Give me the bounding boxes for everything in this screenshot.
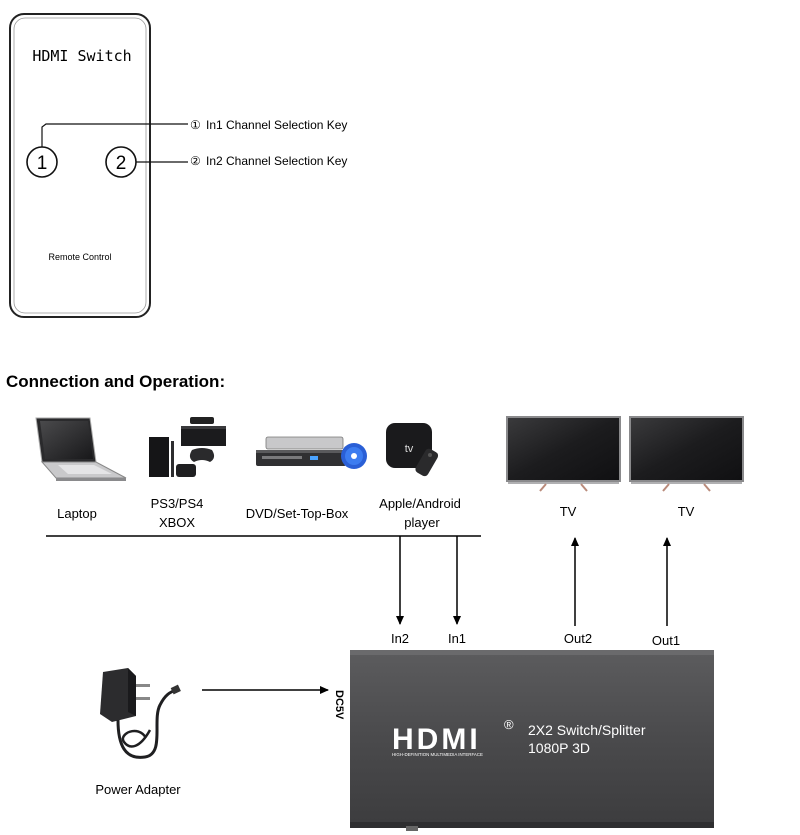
callout-line-key-1 (41, 123, 188, 147)
dvd-player-icon (256, 436, 367, 469)
source-label-media-1: Apple/Android (379, 496, 461, 511)
game-console-icon (149, 417, 226, 477)
source-label-console-1: PS3/PS4 (151, 496, 204, 511)
callout-marker-2: ② (190, 154, 201, 168)
remote-control: HDMI Switch 1 2 Remote Control (9, 13, 151, 318)
callout-marker-1: ① (190, 118, 201, 132)
tv-label-2: TV (678, 504, 695, 519)
device-logo-tagline: HIGH-DEFINITION MULTIMEDIA INTERFACE (392, 752, 483, 757)
port-label-out1: Out1 (652, 633, 680, 648)
remote-key-2-label: 2 (116, 153, 127, 174)
port-label-in2: In2 (391, 631, 409, 646)
tv-label-1: TV (560, 504, 577, 519)
source-label-dvd: DVD/Set-Top-Box (246, 506, 349, 521)
remote-body (9, 13, 151, 318)
tv-2 (629, 416, 744, 492)
device-model-line-2: 1080P 3D (528, 740, 590, 756)
media-player-icon: tv (386, 423, 439, 477)
source-label-console-2: XBOX (159, 515, 195, 530)
remote-key-1[interactable]: 1 (26, 146, 58, 178)
power-adapter-icon (100, 668, 181, 759)
hdmi-switch-device: HDMI ® HIGH-DEFINITION MULTIMEDIA INTERF… (350, 650, 714, 831)
port-label-power: DC5V (333, 690, 345, 720)
remote-key-1-label: 1 (37, 153, 48, 174)
section-title: Connection and Operation: (6, 372, 225, 391)
tv-1 (506, 416, 621, 492)
callout-text-1: In1 Channel Selection Key (206, 118, 347, 132)
svg-text:tv: tv (405, 443, 414, 455)
remote-title: HDMI Switch (32, 47, 131, 65)
remote-footer: Remote Control (48, 252, 111, 262)
power-adapter-label: Power Adapter (95, 782, 181, 797)
port-label-in1: In1 (448, 631, 466, 646)
device-logo-registered: ® (504, 717, 514, 732)
laptop-icon (35, 417, 127, 481)
device-logo: HDMI (392, 723, 481, 756)
source-label-media-2: player (404, 515, 440, 530)
remote-key-2[interactable]: 2 (105, 146, 137, 178)
port-label-out2: Out2 (564, 631, 592, 646)
callout-text-2: In2 Channel Selection Key (206, 154, 347, 168)
device-model-line-1: 2X2 Switch/Splitter (528, 722, 646, 738)
source-label-laptop: Laptop (57, 506, 97, 521)
